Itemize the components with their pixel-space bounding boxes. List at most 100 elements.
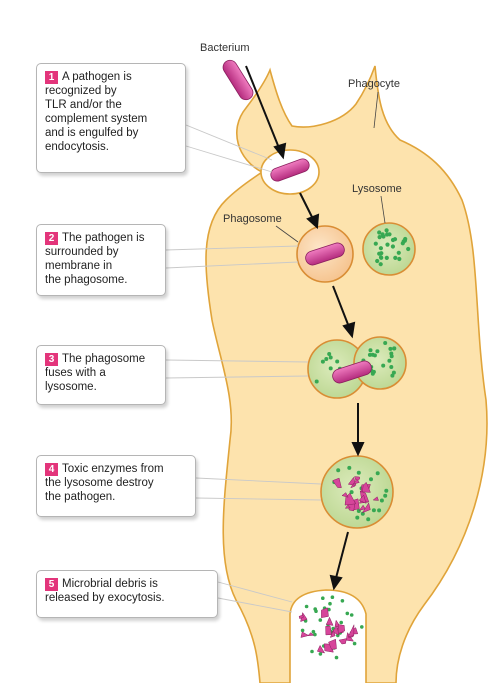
arrow-to-exocytosis — [335, 531, 349, 579]
step-4-badge: 4 — [45, 463, 58, 476]
step-5-leader-b — [217, 597, 293, 613]
bacterium-in-fusion — [332, 360, 372, 384]
step-2-leader — [165, 245, 299, 251]
debris-fragment — [344, 504, 351, 509]
fusion-granule — [392, 346, 397, 351]
debris-fragment — [321, 607, 329, 618]
step-3-text: The phagosome fuses with a lysosome. — [45, 353, 146, 393]
phagolysosome-granule — [371, 508, 376, 513]
microbial-debris — [298, 607, 359, 654]
lysosome-granule — [392, 237, 398, 242]
arrow-to-phagosome-head — [306, 213, 320, 230]
pathogen-debris — [332, 476, 379, 514]
arrow-to-phagosome — [299, 192, 314, 220]
step-3-leader — [165, 359, 309, 363]
debris-fragment — [337, 624, 345, 635]
lysosome-granule — [385, 242, 390, 247]
bacterium-engulfed — [270, 158, 310, 182]
phagolysosome-granules — [332, 465, 389, 522]
phagolysosome-granule — [355, 515, 360, 520]
debris-fragment — [328, 638, 337, 650]
phagolysosome-granule — [383, 493, 388, 498]
fusion-granule — [320, 359, 325, 364]
debris-fragment — [347, 624, 355, 637]
exocytosis-granule — [330, 595, 335, 599]
arrow-to-fusion-head — [342, 321, 356, 339]
debris-fragment — [362, 481, 371, 493]
debris-fragment — [331, 625, 340, 636]
fusion-granule — [368, 348, 373, 353]
debris-fragment — [325, 616, 334, 626]
phagolysosome-granule — [366, 517, 371, 522]
fusion-granule — [389, 365, 394, 369]
exocytosis-granule — [340, 599, 345, 603]
fusion-granule — [390, 373, 395, 378]
fusion-granule — [371, 369, 376, 374]
step-4-text: Toxic enzymes from the lysosome destroy … — [45, 463, 164, 503]
exocytosis-granule — [360, 625, 364, 629]
debris-fragment — [352, 478, 360, 485]
bacterium-in-phagosome — [305, 242, 345, 266]
exocytosis-granule — [334, 655, 339, 660]
step-2-text: The pathogen is surrounded by membrane i… — [45, 232, 145, 286]
step-5-badge: 5 — [45, 578, 58, 591]
lysosome-granule — [379, 255, 384, 260]
bacterium-label: Bacterium — [200, 42, 250, 54]
debris-fragment — [316, 644, 326, 654]
exocytosis-granule — [349, 613, 354, 617]
step-2-leader-b — [165, 261, 299, 269]
exocytosis-granule — [321, 596, 325, 600]
lysosome-granule — [396, 250, 401, 255]
debris-fragment — [307, 632, 315, 636]
phagolysosome-granule — [356, 470, 361, 475]
fusion-granule — [375, 349, 380, 354]
lysosome-granule — [377, 235, 382, 240]
exocytosis-granule — [328, 601, 332, 606]
phagocyte-leader — [373, 91, 379, 129]
lysosome-granule — [390, 244, 395, 249]
step-5-text: Microbrial debris is released by exocyto… — [45, 578, 165, 604]
lysosome-granule — [400, 241, 405, 246]
fusion-granule — [383, 341, 388, 345]
phagolysosome-granule — [379, 498, 384, 503]
fusion-granule — [367, 352, 372, 357]
exocytosis-granule — [318, 652, 323, 656]
debris-fragment — [332, 477, 342, 488]
arrow-entry — [245, 65, 280, 149]
lysosome-granule — [387, 232, 392, 237]
lysosome-granule — [378, 262, 383, 267]
fusion-granule — [388, 346, 393, 351]
lysosome-granule — [379, 251, 384, 256]
fusion-granule — [387, 358, 392, 363]
phagolysosome-granule — [336, 468, 341, 473]
debris-fragment — [358, 504, 366, 511]
debris-fragment — [298, 614, 304, 620]
phagolysosome-granule — [377, 508, 382, 513]
fusion-granule — [389, 354, 394, 359]
lysosome-granules — [373, 228, 411, 267]
phagolysosome-granule — [384, 488, 389, 493]
lysosome-granule — [397, 256, 402, 262]
exocytosis-granule — [339, 620, 344, 625]
lysosome-granule — [384, 255, 389, 260]
lysosome-granule — [381, 234, 386, 239]
exocytosis-granule — [304, 604, 309, 609]
fusion-granule — [324, 357, 329, 361]
lysosome-label: Lysosome — [352, 183, 402, 195]
fusion-granule — [314, 379, 319, 384]
phagolysosome-granule — [349, 490, 354, 495]
step-4-leader — [195, 477, 322, 485]
lysosome-granule — [384, 228, 389, 233]
phagolysosome-granule — [369, 477, 373, 482]
fusion-granule — [381, 363, 386, 368]
debris-fragment — [358, 494, 367, 504]
phagocyte-label: Phagocyte — [348, 78, 400, 90]
step-1-leader — [185, 124, 273, 161]
exocytosis-granule — [345, 611, 350, 616]
exocytosis-granule — [318, 618, 323, 622]
